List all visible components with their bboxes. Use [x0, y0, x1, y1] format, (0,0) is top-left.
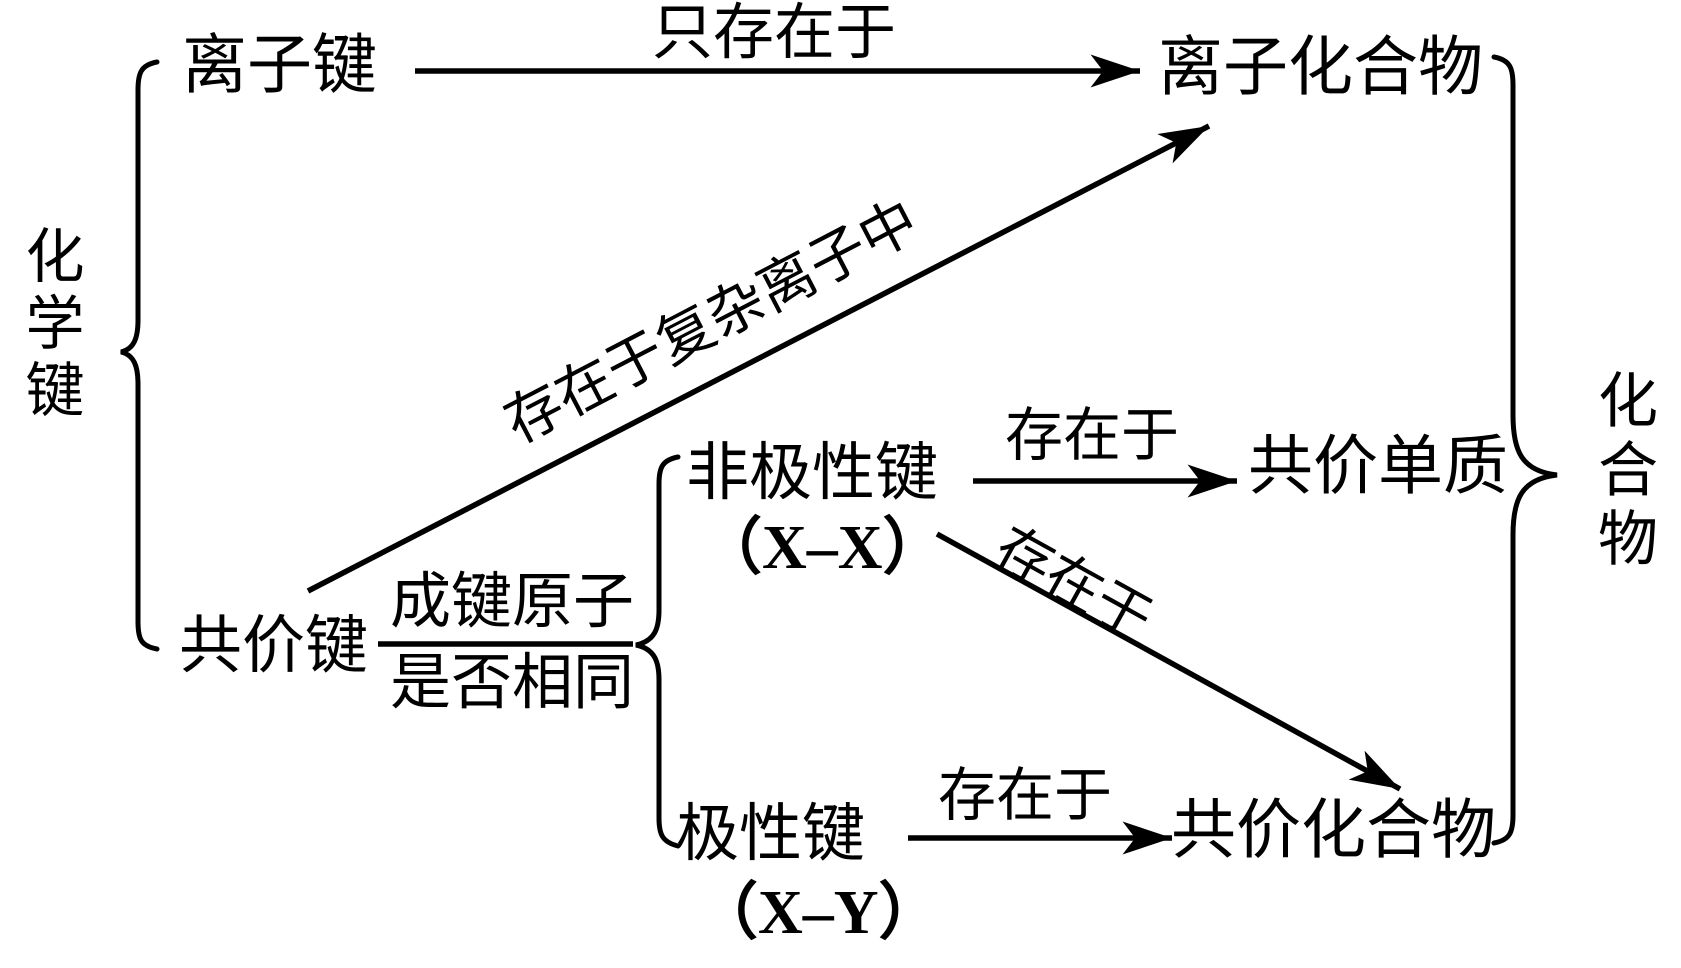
nonpolar-bond-node: 非极性键 [686, 438, 938, 508]
covalent-element-node: 共价单质 [1248, 431, 1509, 503]
polar-bond-formula: （X–Y） [696, 879, 941, 947]
edge-label-exists-in-element: 存在于 [1005, 403, 1180, 468]
covalent-compound-node: 共价化合物 [1171, 795, 1497, 867]
left-brace [120, 59, 160, 652]
arrow-covalent-to-ionic-compound [306, 123, 1211, 594]
nonpolar-bond-formula: （X–X） [700, 514, 945, 582]
chemical-bond-group-label: 化学键 [25, 224, 85, 424]
condition-denominator: 是否相同 [390, 650, 635, 717]
ionic-compound-node: 离子化合物 [1158, 32, 1484, 104]
arrow-nonpolar-to-covalent-compound [935, 531, 1402, 792]
edge-label-exists-in-compound: 存在于 [938, 763, 1113, 828]
condition-numerator: 成键原子 [390, 569, 635, 636]
ionic-bond-node: 离子键 [182, 30, 378, 102]
edge-label-only-exists-in: 只存在于 [652, 0, 897, 67]
right-brace [1491, 54, 1558, 846]
covalent-branch-brace [635, 454, 681, 849]
polar-bond-node: 极性键 [676, 799, 865, 869]
compound-group-label: 化合物 [1598, 369, 1658, 573]
covalent-bond-node: 共价键 [179, 611, 368, 681]
